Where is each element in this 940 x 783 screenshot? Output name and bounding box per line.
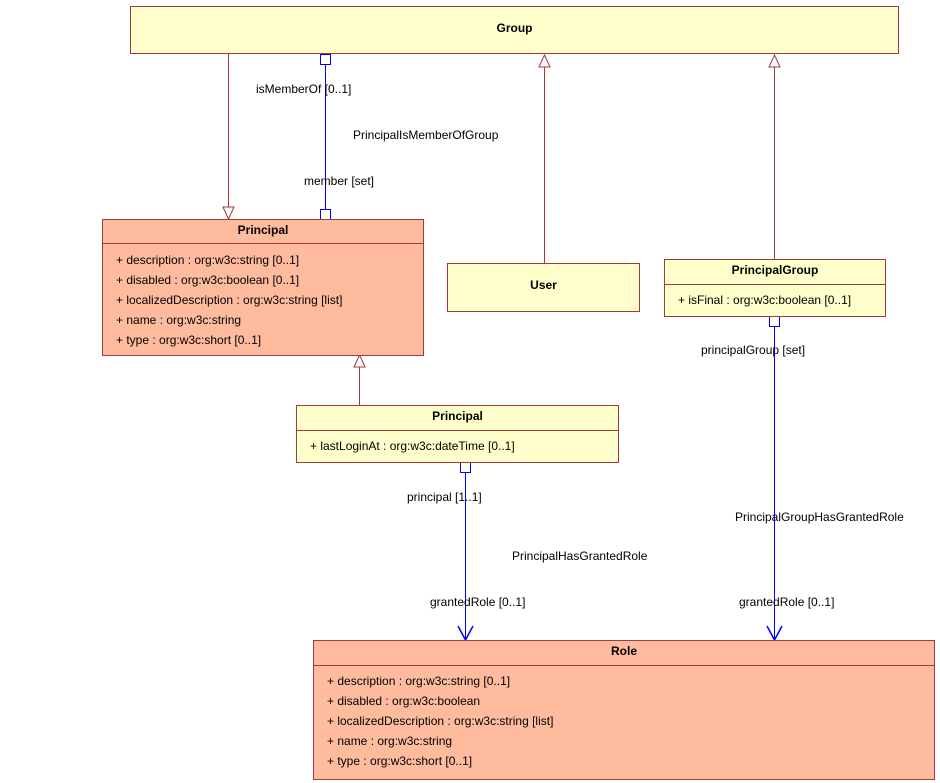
attribute-name: + name : org:w3c:string <box>327 734 453 748</box>
class-principal-extension-title: Principal <box>432 409 483 423</box>
role-label-principal-group: principalGroup [set] <box>701 343 806 357</box>
class-principal-title: Principal <box>237 223 289 237</box>
role-label-is-member-of: isMemberOf [0..1] <box>256 82 352 96</box>
class-group-title: Group <box>496 21 533 35</box>
attribute-is-final: + isFinal : org:w3c:boolean [0..1] <box>678 293 852 307</box>
class-role-divider <box>314 665 934 666</box>
role-label-granted-role-principal: grantedRole [0..1] <box>430 595 526 609</box>
association-name-is-member-of: PrincipalIsMemberOfGroup <box>353 128 499 142</box>
attribute-description: + description : org:w3c:string [0..1] <box>116 253 300 267</box>
attribute-type: + type : org:w3c:short [0..1] <box>327 754 473 768</box>
class-principal[interactable]: Principal + description : org:w3c:string… <box>102 219 424 356</box>
class-user-title: User <box>530 278 557 292</box>
attribute-disabled: + disabled : org:w3c:boolean <box>327 694 481 708</box>
association-name-principalgroup-granted-role: PrincipalGroupHasGrantedRole <box>735 510 904 524</box>
role-label-granted-role-group: grantedRole [0..1] <box>739 595 835 609</box>
attribute-type: + type : org:w3c:short [0..1] <box>116 333 262 347</box>
class-principal-group[interactable]: PrincipalGroup + isFinal : org:w3c:boole… <box>664 259 886 317</box>
class-principal-group-title: PrincipalGroup <box>731 263 819 277</box>
generalization-principal-group <box>222 53 235 221</box>
attribute-localized-description: + localizedDescription : org:w3c:string … <box>116 293 343 307</box>
class-principal-divider <box>103 243 423 244</box>
class-principal-extension-divider <box>297 430 618 431</box>
attribute-last-login-at: + lastLoginAt : org:w3c:dateTime [0..1] <box>310 439 515 453</box>
attribute-disabled: + disabled : org:w3c:boolean [0..1] <box>116 273 300 287</box>
class-role[interactable]: Role + description : org:w3c:string [0..… <box>313 640 935 780</box>
generalization-principal-ext <box>353 353 366 405</box>
class-group[interactable]: Group <box>130 6 899 54</box>
role-label-principal: principal [1..1] <box>407 490 482 504</box>
association-principalgroup-granted-role <box>766 316 783 642</box>
role-label-member: member [set] <box>304 174 375 188</box>
generalization-user-group <box>538 53 551 263</box>
class-user[interactable]: User <box>447 263 640 312</box>
class-principal-group-divider <box>665 284 885 285</box>
attribute-description: + description : org:w3c:string [0..1] <box>327 674 511 688</box>
generalization-principalgroup-group <box>768 53 781 259</box>
class-principal-extension[interactable]: Principal + lastLoginAt : org:w3c:dateTi… <box>296 405 619 463</box>
association-name-principal-granted-role: PrincipalHasGrantedRole <box>512 549 648 563</box>
class-role-title: Role <box>610 644 637 658</box>
association-is-member-of <box>320 54 331 220</box>
attribute-name: + name : org:w3c:string <box>116 313 242 327</box>
attribute-localized-description: + localizedDescription : org:w3c:string … <box>327 714 554 728</box>
